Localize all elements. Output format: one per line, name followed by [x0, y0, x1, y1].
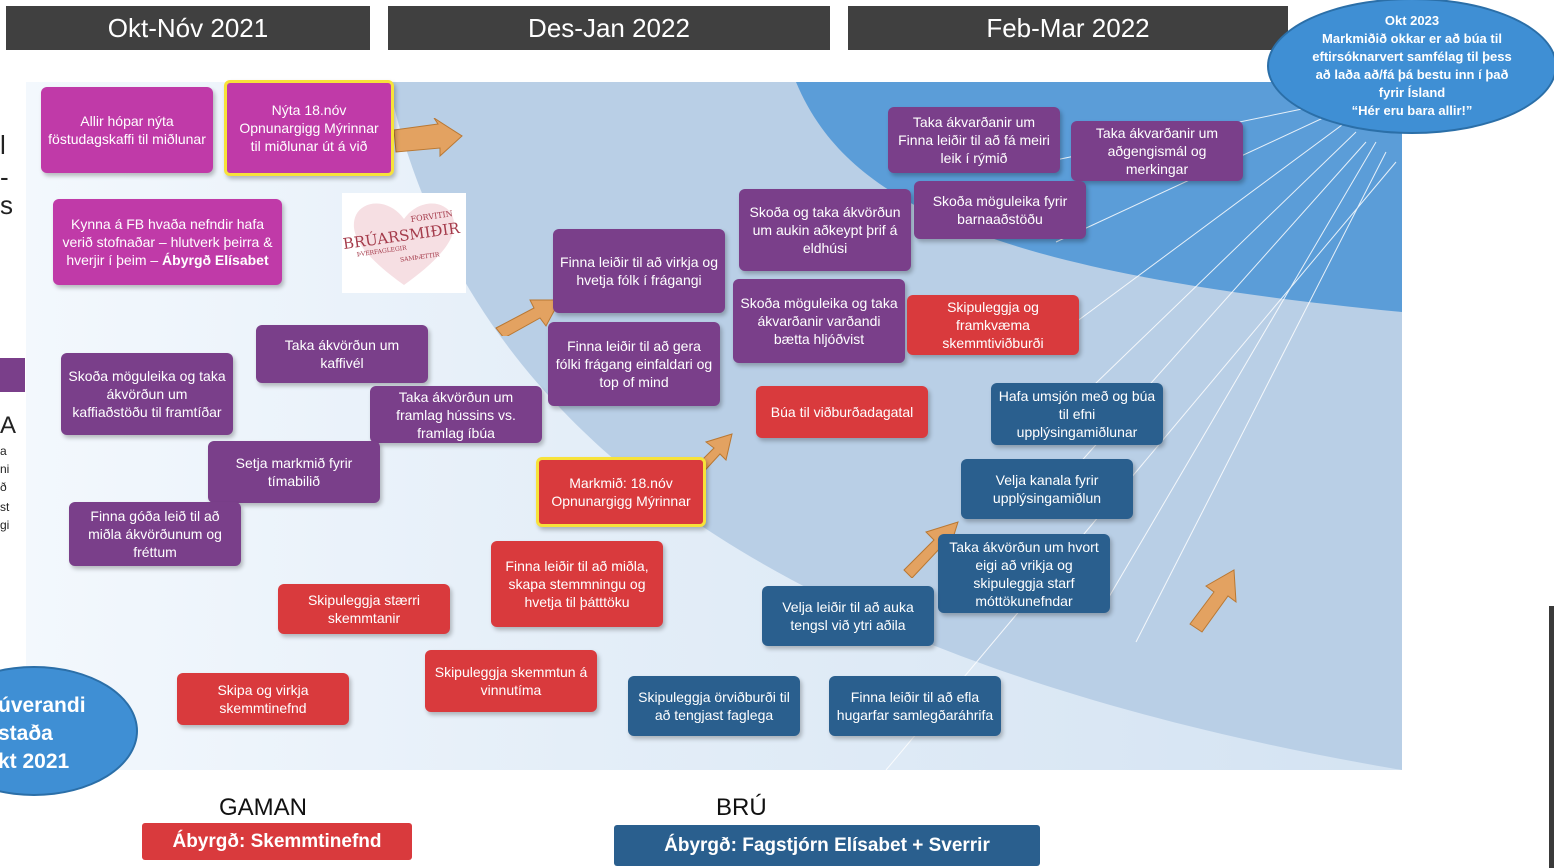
track-label-gaman: GAMAN — [219, 794, 308, 821]
task-owner: Ábyrgð Elísabet — [162, 252, 269, 268]
goal-quote: “Hér eru bara allir!” — [1351, 103, 1473, 118]
task-box: Velja kanala fyrir upplýsingamiðlun — [961, 459, 1133, 519]
task-box: Finna leiðir til að gera fólki frágang e… — [548, 322, 720, 406]
current-state-line3: kt 2021 — [0, 750, 70, 773]
task-box: Búa til viðburðadagatal — [756, 386, 928, 438]
period-header-des-jan: Des-Jan 2022 — [388, 6, 830, 50]
track-owner-bru: Ábyrgð: Fagstjórn Elísabet + Sverrir — [614, 825, 1040, 866]
task-box: Taka ákvarðanir um aðgengismál og merkin… — [1071, 121, 1243, 181]
track-label-bru: BRÚ — [716, 794, 767, 821]
current-state-line2: staða — [0, 722, 53, 745]
task-box: Skipuleggja örviðburði til að tengjast f… — [628, 676, 800, 736]
task-box: Finna leiðir til að efla hugarfar samleg… — [829, 676, 1001, 736]
left-fragment: a — [0, 444, 7, 458]
task-box: Skoða möguleika fyrir barnaaðstöðu — [914, 181, 1086, 239]
arrow-icon — [394, 118, 463, 158]
track-owner-gaman: Ábyrgð: Skemmtinefnd — [142, 823, 412, 860]
bruarsmidir-logo: BRÚARSMIÐIR FORVITIN ÞVERFAGLEGIR SAMÞÆT… — [342, 193, 466, 293]
period-header-okt-nov: Okt-Nóv 2021 — [6, 6, 370, 50]
left-fragment: A — [0, 412, 17, 439]
goal-text: Markmiðið okkar er að búa til eftirsókna… — [1312, 31, 1512, 100]
left-fragment: gi — [0, 518, 10, 532]
task-box: Taka ákvörðun um framlag hússins vs. fra… — [370, 386, 542, 443]
task-box: Setja markmið fyrir tímabilið — [208, 441, 380, 503]
goal-oval: Okt 2023 Markmiðið okkar er að búa til e… — [1267, 0, 1554, 134]
task-box: Skipa og virkja skemmtinefnd — [177, 673, 349, 725]
left-fragment: l — [0, 130, 6, 160]
left-fragment: s — [0, 190, 13, 220]
task-box: Skoða möguleika og taka ákvörðun um kaff… — [61, 353, 233, 435]
task-box: Finna leiðir til að miðla, skapa stemmni… — [491, 541, 663, 627]
task-box: Skipuleggja skemmtun á vinnutíma — [425, 650, 597, 712]
task-box: Taka ákvarðanir um Finna leiðir til að f… — [888, 107, 1060, 173]
task-text: Kynna á FB hvaða nefndir hafa verið stof… — [62, 216, 273, 268]
task-box: Finna leiðir til að virkja og hvetja fól… — [553, 229, 725, 313]
arrow-icon — [495, 299, 561, 336]
task-box: Skoða möguleika og taka ákvarðanir varða… — [733, 279, 905, 363]
task-box: Markmið: 18.nóv Opnunargigg Mýrinnar — [536, 457, 706, 527]
current-state-line1: úverandi — [0, 694, 86, 717]
task-box: Hafa umsjón með og búa til efni upplýsin… — [991, 383, 1163, 445]
task-box: Skoða og taka ákvörðun um aukin aðkeypt … — [739, 189, 911, 271]
task-box: Taka ákvörðun um hvort eigi að vrikja og… — [938, 534, 1110, 613]
left-fragment: st — [0, 500, 10, 514]
task-box: Taka ákvörðun um kaffivél — [256, 325, 428, 383]
heart-icon: BRÚARSMIÐIR FORVITIN ÞVERFAGLEGIR SAMÞÆT… — [342, 203, 461, 285]
task-box: Finna góða leið til að miðla ákvörðunum … — [69, 502, 241, 566]
left-fragment: - — [0, 162, 9, 192]
goal-title: Okt 2023 — [1384, 13, 1440, 28]
left-purple-tab — [0, 358, 25, 392]
arrow-icon — [1189, 569, 1237, 633]
period-header-feb-mar: Feb-Mar 2022 — [848, 6, 1288, 50]
left-fragment: ð — [0, 480, 7, 494]
right-edge-image — [1549, 606, 1554, 868]
left-fragment: ni — [0, 462, 10, 476]
task-box: Nýta 18.nóv Opnunargigg Mýrinnar til mið… — [224, 80, 394, 176]
task-box: Skipuleggja og framkvæma skemmtiviðburði — [907, 295, 1079, 355]
task-box: Kynna á FB hvaða nefndir hafa verið stof… — [53, 199, 282, 285]
task-box: Skipuleggja stærri skemmtanir — [278, 584, 450, 634]
task-box: Velja leiðir til að auka tengsl við ytri… — [762, 586, 934, 646]
task-box: Allir hópar nýta föstudagskaffi til miðl… — [41, 87, 213, 173]
